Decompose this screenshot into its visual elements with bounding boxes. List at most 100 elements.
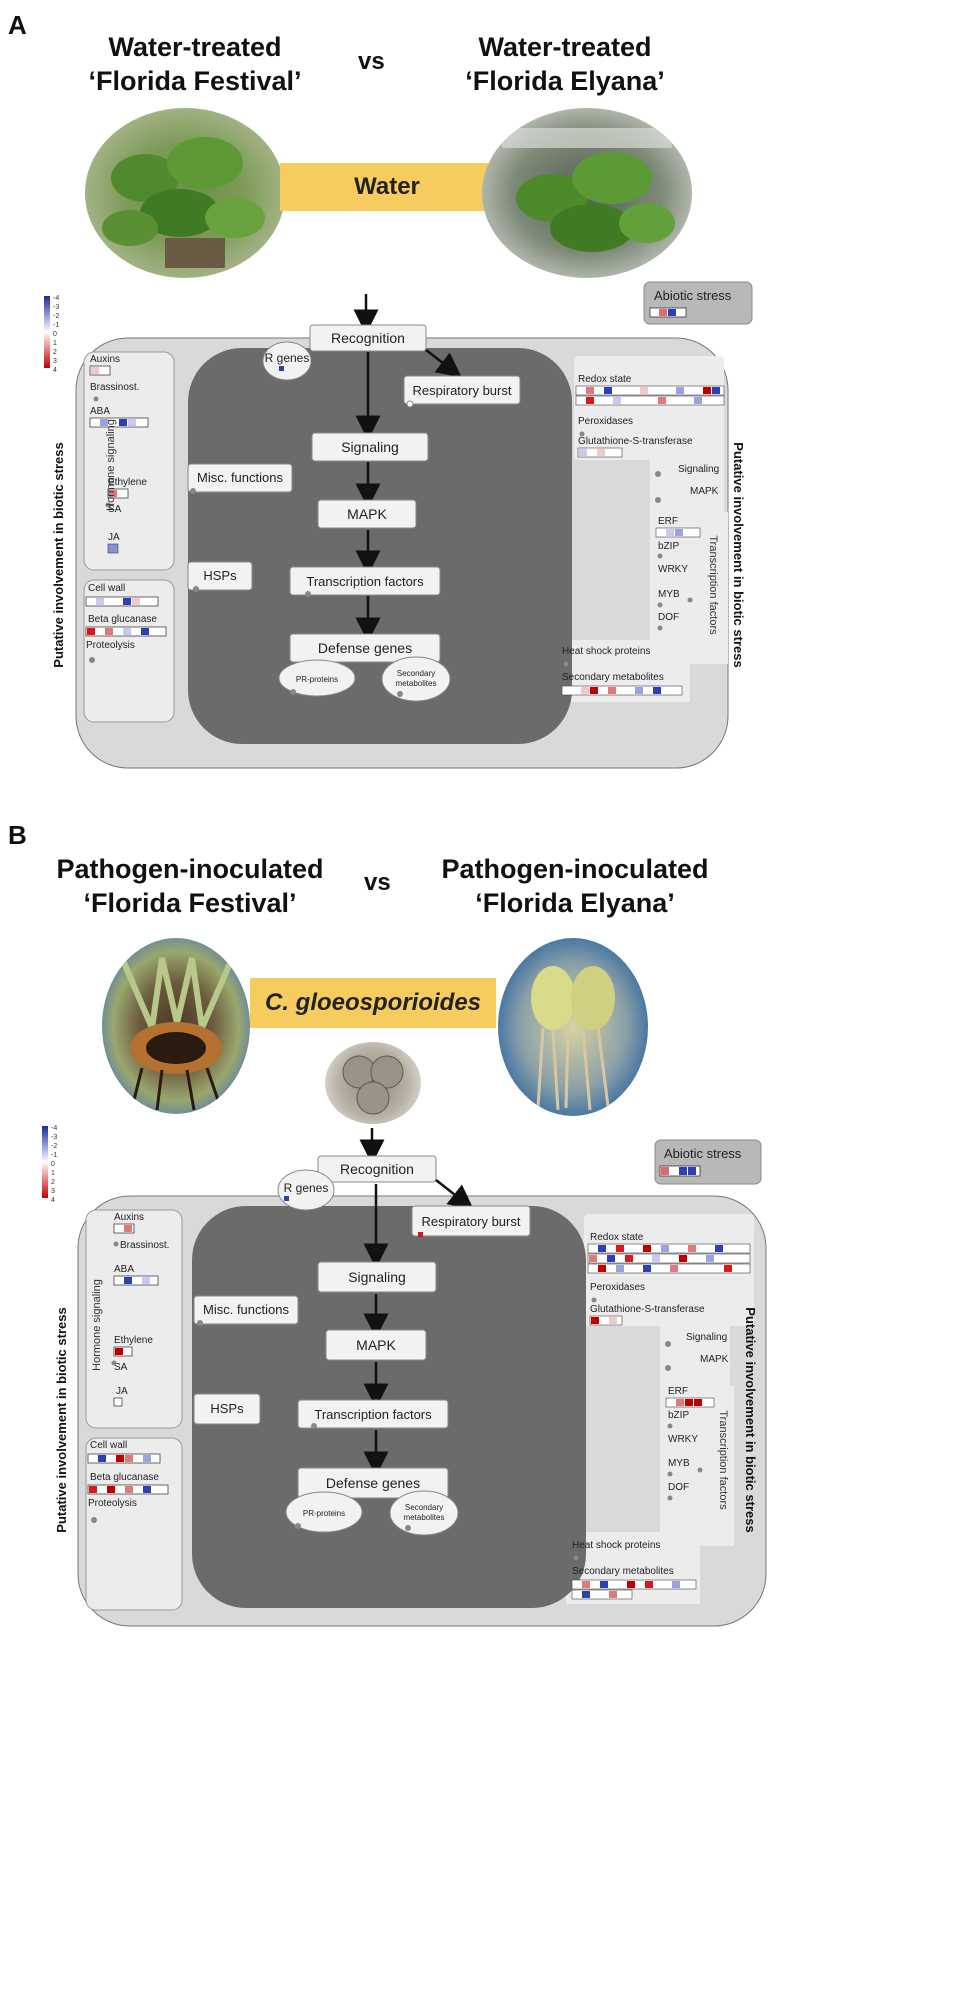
respiratory-burst-box	[403, 375, 521, 405]
left-title: Water-treated ‘Florida Festival’	[88, 32, 302, 96]
proteolysis-label: Proteolysis	[88, 1498, 137, 1509]
recognition-box	[317, 1155, 437, 1183]
hsp-r-label: Heat shock proteins	[562, 646, 650, 657]
mapk-box	[325, 1329, 427, 1361]
ethylene-label: Ethylene	[114, 1335, 153, 1346]
signaling-label: Signaling	[341, 439, 399, 455]
legend-tick: -3	[53, 304, 59, 311]
r-genes-node	[262, 341, 312, 381]
pathway-diagram: -4 -3 -2 -1 0 1 2 3 4 Abiotic stress	[44, 281, 753, 769]
beta-glucanase-label: Beta glucanase	[90, 1472, 159, 1483]
abiotic-stress-box: Abiotic stress	[654, 1139, 762, 1185]
misc-label: Misc. functions	[203, 1302, 289, 1317]
elyana-water-photo	[482, 108, 692, 278]
legend-tick: 3	[53, 358, 57, 365]
secondary-label-2: metabolites	[396, 679, 437, 688]
hormone-panel	[83, 351, 175, 571]
hormone-signaling-label: Hormone signaling	[91, 1279, 103, 1371]
legend-tick: -1	[53, 322, 59, 329]
legend-tick: -4	[53, 295, 59, 302]
defense-genes-label: Defense genes	[326, 1475, 420, 1491]
myb-label: MYB	[668, 1458, 690, 1469]
healthy-crown-icon	[531, 966, 615, 1111]
festival-crown-rot-photo	[102, 938, 250, 1114]
secondary-metabolites-node	[389, 1490, 459, 1536]
putative-right-label: Putative involvement in biotic stress	[731, 442, 746, 667]
pr-proteins-node	[285, 1491, 363, 1533]
respiratory-burst-box	[411, 1205, 531, 1237]
elyana-crown-photo	[498, 938, 648, 1116]
color-legend: -4 -3 -2 -1 0 1 2 3 4	[44, 295, 59, 374]
secondary-label-1: Secondary	[405, 1503, 443, 1512]
defense-genes-box	[297, 1467, 449, 1499]
legend-tick: 0	[51, 1161, 55, 1168]
strawberry-leaves-icon	[102, 137, 265, 268]
cell-wall-label: Cell wall	[88, 583, 125, 594]
respiratory-burst-label: Respiratory burst	[422, 1214, 521, 1229]
wrky-label: WRKY	[668, 1434, 698, 1445]
secondary-label-2: metabolites	[404, 1513, 445, 1522]
vs-label: vs	[364, 869, 391, 896]
spore-icon	[342, 1055, 404, 1115]
legend-tick: 2	[53, 349, 57, 356]
signaling-box	[311, 432, 429, 462]
panel-a: A Water-treated ‘Florida Festival’ vs Wa…	[0, 0, 975, 980]
signaling-r-panel	[650, 448, 724, 512]
gst-label: Glutathione-S-transferase	[590, 1304, 705, 1315]
pr-proteins-label: PR-proteins	[296, 675, 338, 684]
signaling-box	[317, 1261, 437, 1293]
color-legend: -4 -3 -2 -1 0 1 2 3 4	[42, 1125, 57, 1204]
brassinost-label: Brassinost.	[120, 1240, 169, 1251]
legend-tick: 1	[53, 340, 57, 347]
aba-label: ABA	[90, 406, 110, 417]
putative-right-label: Putative involvement in biotic stress	[743, 1307, 758, 1532]
proteolysis-label: Proteolysis	[86, 640, 135, 651]
tf-vertical-label: Transcription factors	[707, 535, 719, 635]
legend-tick: -4	[51, 1125, 57, 1132]
secondary-metabolites-r-label: Secondary metabolites	[572, 1566, 674, 1577]
legend-tick: 4	[53, 367, 57, 374]
legend-tick: 0	[53, 331, 57, 338]
cell-wall-label: Cell wall	[90, 1440, 127, 1451]
strawberry-leaves-icon	[502, 128, 675, 252]
legend-tick: 1	[51, 1170, 55, 1177]
misc-label: Misc. functions	[197, 470, 283, 485]
signaling-r-label: Signaling	[678, 464, 719, 475]
hsps-box	[187, 561, 253, 591]
legend-tick: 3	[51, 1188, 55, 1195]
treatment-banner: C. gloeosporioides	[250, 978, 496, 1028]
gst-label: Glutathione-S-transferase	[578, 436, 693, 447]
tf-box	[297, 1399, 449, 1429]
treatment-banner: Water	[280, 163, 494, 211]
auxins-label: Auxins	[90, 354, 120, 365]
cellwall-panel	[85, 1437, 183, 1611]
dof-label: DOF	[658, 612, 679, 623]
r-genes-node	[277, 1169, 335, 1211]
mapk-label: MAPK	[347, 506, 387, 522]
beta-glucanase-label: Beta glucanase	[88, 614, 157, 625]
festival-water-photo	[85, 108, 285, 278]
wrky-label: WRKY	[658, 564, 688, 575]
bzip-label: bZIP	[658, 541, 679, 552]
abiotic-label: Abiotic stress	[654, 288, 732, 303]
peroxidases-label: Peroxidases	[590, 1282, 645, 1293]
right-title: Pathogen-inoculated ‘Florida Elyana’	[441, 854, 709, 918]
signaling-r-panel	[660, 1316, 730, 1386]
tf-r-panel	[660, 1386, 734, 1546]
right-title: Water-treated ‘Florida Elyana’	[465, 32, 665, 96]
recognition-label: Recognition	[331, 330, 405, 346]
erf-label: ERF	[658, 516, 678, 527]
putative-left-label: Putative involvement in biotic stress	[54, 1307, 69, 1532]
defense-genes-label: Defense genes	[318, 640, 412, 656]
misc-box	[193, 1295, 299, 1325]
pr-proteins-node	[278, 659, 356, 697]
legend-tick: -2	[51, 1143, 57, 1150]
hormone-panel	[85, 1209, 183, 1429]
recognition-box	[309, 324, 427, 352]
hormone-signaling-label: Hormone signaling	[105, 419, 117, 511]
ja-label: JA	[108, 532, 120, 543]
hsps-box	[193, 1393, 261, 1425]
erf-label: ERF	[668, 1386, 688, 1397]
tf-vertical-label: Transcription factors	[717, 1410, 729, 1510]
